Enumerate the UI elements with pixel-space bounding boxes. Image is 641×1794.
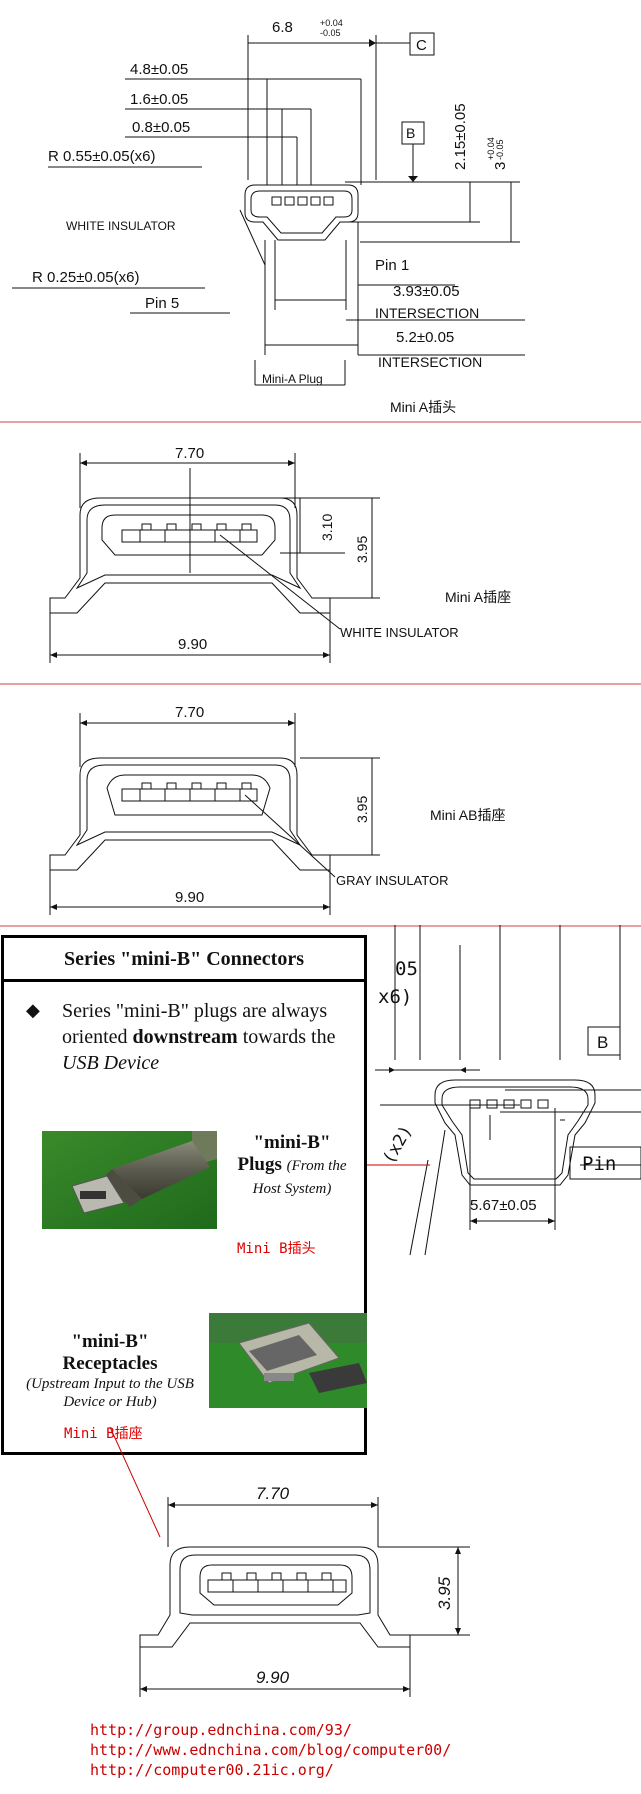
mini-a-receptacle-caption: Mini A插座 (445, 589, 511, 605)
bullet-text: Series "mini-B" plugs are always oriente… (62, 998, 352, 1076)
datum-c: C (416, 37, 427, 54)
dim-3: 3 (492, 162, 509, 170)
right-datum-b: B (597, 1033, 608, 1052)
dim-4-8: 4.8±0.05 (130, 61, 188, 78)
dim-3-95-ab: 3.95 (354, 796, 370, 823)
footer-urls: http://group.ednchina.com/93/ http://www… (90, 1720, 451, 1780)
dim-3-tol-plus: +0.04 (486, 137, 496, 160)
datum-b: B (406, 125, 415, 141)
mini-b-receptacle-photo (209, 1313, 367, 1408)
plugs-title-2: Plugs (237, 1154, 282, 1175)
dim-1-6: 1.6±0.05 (130, 91, 188, 108)
dim-6-8-tol-plus: +0.04 (320, 18, 343, 28)
footer-url-3[interactable]: http://computer00.21ic.org/ (90, 1761, 334, 1779)
dim-3-93: 3.93±0.05 (393, 283, 460, 300)
mini-a-plug-caption: Mini A插头 (390, 399, 456, 415)
footer-url-1[interactable]: http://group.ednchina.com/93/ (90, 1721, 352, 1739)
plugs-title-1: "mini-B" (253, 1132, 331, 1153)
gray-insulator-label: GRAY INSULATOR (336, 873, 448, 888)
dim-7-70-ab: 7.70 (175, 704, 204, 721)
receptacles-label: "mini-B" Receptacles (Upstream Input to … (10, 1331, 210, 1411)
dim-3-95-b: 3.95 (435, 1576, 454, 1610)
mini-b-receptacle-drawing: 7.70 9.90 3.95 (109, 1426, 470, 1697)
panel-title: Series "mini-B" Connectors (4, 938, 364, 982)
plugs-label: "mini-B" Plugs (From the Host System) (222, 1132, 362, 1200)
mini-ab-receptacle-caption: Mini AB插座 (430, 807, 505, 823)
receptacles-title-2: Receptacles (62, 1353, 158, 1374)
dim-9-90-ab: 9.90 (175, 889, 204, 906)
white-insulator-label: WHITE INSULATOR (66, 219, 176, 233)
pin5-label: Pin 5 (145, 295, 179, 312)
right-dim-05: 05 (395, 958, 418, 980)
plugs-note: (From the Host System) (252, 1158, 347, 1197)
right-dim-x2: (x2) (379, 1122, 417, 1167)
mini-ab-receptacle-drawing: 7.70 9.90 3.95 GRAY INSULATOR Mini AB插座 (0, 704, 641, 927)
mini-b-info-panel: Series "mini-B" Connectors ◆ Series "min… (1, 935, 367, 1455)
dim-5-2: 5.2±0.05 (396, 329, 454, 346)
right-dim-x6: x6) (378, 986, 412, 1008)
dim-9-90: 9.90 (178, 636, 207, 653)
receptacles-title-1: "mini-B" (71, 1331, 149, 1352)
dim-0-8: 0.8±0.05 (132, 119, 190, 136)
intersection-1: INTERSECTION (375, 305, 479, 321)
mini-a-plug-label: Mini-A Plug (262, 372, 323, 386)
mini-b-plug-photo (42, 1131, 217, 1229)
mini-b-plug-drawing: 05 x6) (x2) B Pin 5.67±0.05 (134, 925, 641, 1256)
dim-6-8-tol-minus: -0.05 (320, 28, 341, 38)
pin1-label: Pin 1 (375, 257, 409, 274)
dim-7-70-b: 7.70 (256, 1484, 290, 1503)
dim-3-10: 3.10 (319, 514, 335, 541)
bullet-italic-device: Device (103, 1052, 160, 1074)
bullet-part2: towards the (237, 1026, 336, 1048)
receptacles-note: (Upstream Input to the USB Device or Hub… (26, 1376, 194, 1410)
radius-055: R 0.55±0.05(x6) (48, 148, 155, 165)
mini-a-plug-drawing: 6.8 +0.04 -0.05 C B 4.8±0.05 1.6±0.05 0.… (0, 18, 641, 423)
dim-2-15: 2.15±0.05 (452, 103, 469, 170)
mini-b-plug-caption: Mini B插头 (237, 1241, 316, 1257)
dim-7-70: 7.70 (175, 445, 204, 462)
bullet-part1: Series "mini-B" plugs are always oriente… (62, 1000, 328, 1048)
radius-025: R 0.25±0.05(x6) (32, 269, 139, 286)
mini-a-receptacle-drawing: 7.70 9.90 3.10 3.95 WHITE INSULATOR Mini… (0, 445, 641, 685)
bullet-bold: downstream (132, 1026, 238, 1048)
dim-9-90-b: 9.90 (256, 1668, 290, 1687)
dim-3-95: 3.95 (354, 536, 370, 563)
right-dim-5-67: 5.67±0.05 (470, 1197, 537, 1214)
bullet-diamond-icon: ◆ (26, 1000, 40, 1020)
mini-b-receptacle-caption: Mini B插座 (64, 1426, 143, 1442)
footer-url-2[interactable]: http://www.ednchina.com/blog/computer00/ (90, 1741, 452, 1759)
white-insulator-label-2: WHITE INSULATOR (340, 625, 459, 640)
intersection-2: INTERSECTION (378, 354, 482, 370)
bullet-italic-usb: USB (62, 1052, 99, 1074)
right-pin-label: Pin (582, 1153, 616, 1175)
dim-6-8: 6.8 (272, 19, 293, 36)
dim-3-tol-minus: -0.05 (495, 139, 505, 160)
